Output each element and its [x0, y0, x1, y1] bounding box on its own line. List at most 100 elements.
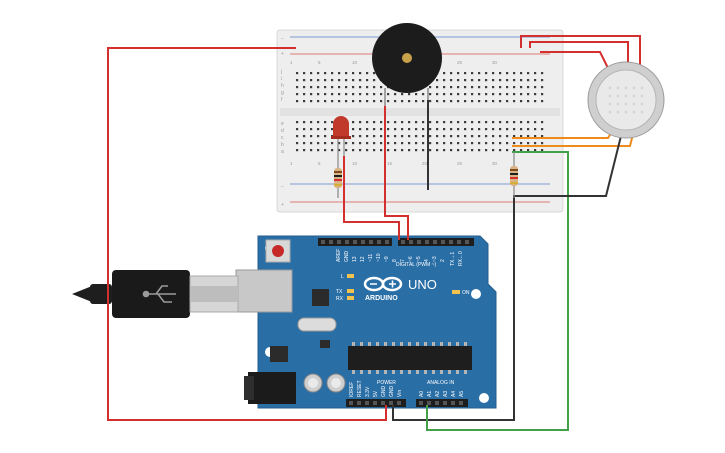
resistor-2[interactable]: [510, 152, 518, 198]
l-led: [347, 274, 354, 278]
voltage-regulator: [270, 346, 288, 362]
svg-text:h: h: [281, 83, 284, 89]
analog-header[interactable]: [416, 399, 468, 407]
svg-text:a: a: [281, 149, 284, 155]
bottom-rail-holes-2: [292, 194, 542, 198]
svg-text:TX→1: TX→1: [450, 252, 456, 266]
on-led: [452, 290, 460, 294]
center-trench: [280, 108, 560, 116]
svg-text:A3: A3: [443, 391, 449, 397]
svg-text:j: j: [280, 69, 282, 75]
svg-text:2: 2: [440, 259, 446, 262]
analog-header-label: ANALOG IN: [427, 380, 455, 386]
svg-text:~3: ~3: [432, 256, 438, 262]
wire-red-buzzer: [384, 106, 409, 240]
usb-b-port[interactable]: [235, 269, 293, 313]
svg-text:A1: A1: [427, 391, 433, 397]
svg-text:e: e: [281, 121, 284, 127]
arduino-logo-icon: [363, 276, 403, 292]
usb-interface-chip: [312, 289, 329, 306]
analog-pin-labels: A0 A1 A2 A3 A4 A5: [419, 391, 465, 397]
reset-button-cap[interactable]: [272, 245, 284, 257]
usb-cable[interactable]: [72, 270, 239, 318]
svg-text:1: 1: [290, 60, 293, 65]
l-led-label: L: [341, 274, 344, 280]
wire-black-sensor: [552, 131, 623, 197]
svg-text:30: 30: [492, 161, 498, 166]
svg-text:12: 12: [360, 256, 366, 262]
column-numbers-bottom: 1 5 10 15 20 25 30: [290, 161, 498, 166]
svg-text:~5: ~5: [416, 256, 422, 262]
rx-led-label: RX: [336, 296, 344, 302]
svg-text:25: 25: [457, 161, 463, 166]
power-pin-labels: IOREF RESET 3.3V 5V GND GND Vin: [349, 380, 403, 397]
row-letters-bottom: e d c b a: [281, 121, 284, 155]
svg-text:7: 7: [400, 259, 406, 262]
svg-text:GND: GND: [389, 386, 395, 398]
svg-text:~10: ~10: [376, 253, 382, 262]
wire-red-5v: [107, 47, 387, 421]
svg-text:d: d: [281, 128, 284, 134]
rx-led: [347, 296, 354, 300]
buzzer-center-icon: [402, 53, 412, 63]
svg-text:25: 25: [457, 60, 463, 65]
digital-pin-labels: AREF GND 13 12 ~11 ~10 ~9 8 7 ~6 ~5 4 ~3…: [336, 249, 464, 266]
svg-text:A0: A0: [419, 391, 425, 397]
svg-text:5: 5: [318, 161, 321, 166]
digital-header-label: DIGITAL (PWM ~): [396, 262, 436, 268]
svg-text:1: 1: [290, 161, 293, 166]
svg-text:IOREF: IOREF: [349, 382, 355, 397]
mounting-hole: [479, 393, 489, 403]
tx-led-label: TX: [336, 289, 343, 295]
arduino-uno-board[interactable]: AREF GND 13 12 ~11 ~10 ~9 8 7 ~6 ~5 4 ~3…: [235, 235, 497, 409]
svg-text:~11: ~11: [368, 254, 374, 262]
svg-text:f: f: [281, 97, 283, 103]
svg-text:15: 15: [387, 161, 393, 166]
svg-text:A4: A4: [451, 391, 457, 397]
svg-text:RX←0: RX←0: [458, 251, 464, 266]
svg-text:10: 10: [352, 161, 358, 166]
mounting-hole: [471, 289, 481, 299]
wires: [107, 35, 641, 431]
aref-label: AREF: [336, 249, 342, 262]
gnd-label: GND: [344, 251, 350, 263]
svg-text:RESET: RESET: [357, 380, 363, 397]
piezo-buzzer[interactable]: [372, 23, 442, 106]
small-component: [320, 340, 330, 348]
svg-text:A5: A5: [459, 391, 465, 397]
arduino-logo-text: ARDUINO: [365, 295, 398, 302]
top-rail-minus-label: −: [281, 36, 284, 42]
resistor-1[interactable]: [334, 156, 342, 198]
svg-text:Vin: Vin: [397, 390, 403, 397]
atmega-chip: [348, 346, 472, 370]
svg-text:g: g: [281, 90, 284, 96]
top-rail-plus-label: +: [281, 51, 284, 57]
svg-text:GND: GND: [381, 386, 387, 398]
on-led-label: ON: [462, 290, 470, 296]
tx-led: [347, 289, 354, 293]
wire-red-sensor-1: [520, 35, 641, 84]
svg-text:13: 13: [352, 256, 358, 262]
svg-text:3.3V: 3.3V: [365, 386, 371, 397]
power-header-label: POWER: [377, 380, 396, 386]
bottom-rail-minus-label: −: [281, 184, 284, 190]
bottom-terminal-holes: [292, 120, 544, 156]
svg-text:5V: 5V: [373, 390, 379, 397]
dc-power-jack[interactable]: [248, 372, 296, 404]
svg-text:c: c: [281, 135, 284, 141]
svg-text:5: 5: [318, 60, 321, 65]
breadboard[interactable]: − + 1 5 10 15 20 25 30 j i h g f e d c b: [276, 29, 564, 213]
wire-green-analog: [426, 151, 569, 431]
svg-text:~6: ~6: [408, 256, 414, 262]
red-led[interactable]: [331, 116, 351, 156]
svg-text:~9: ~9: [384, 256, 390, 262]
gas-sensor[interactable]: [587, 61, 665, 139]
usb-symbol-icon: [142, 285, 176, 303]
bottom-rail-plus-label: +: [281, 202, 284, 208]
svg-text:8: 8: [392, 259, 398, 262]
wire-red-led: [343, 156, 400, 240]
bottom-rail-holes: [292, 187, 542, 191]
wire-black-gnd: [392, 195, 552, 421]
svg-text:b: b: [281, 142, 284, 148]
